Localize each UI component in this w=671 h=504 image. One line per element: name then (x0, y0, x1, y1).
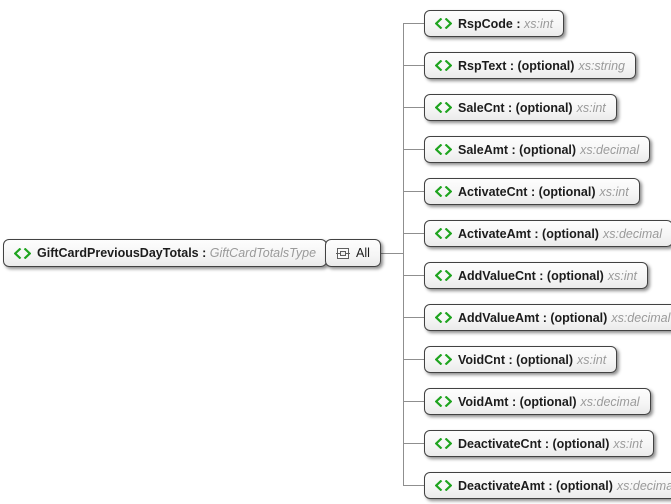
all-compositor-icon (336, 247, 350, 260)
element-icon (435, 396, 452, 407)
root-element-node[interactable]: GiftCardPreviousDayTotals : GiftCardTota… (3, 239, 328, 267)
element-icon (435, 60, 452, 71)
child-element-node[interactable]: AddValueCnt : (optional)xs:int (424, 262, 649, 289)
child-element-label: ActivateAmt : (optional)xs:decimal (458, 226, 663, 241)
child-element-label: DeactivateCnt : (optional)xs:int (458, 436, 643, 451)
child-element-label: VoidCnt : (optional)xs:int (458, 352, 607, 367)
child-element-node[interactable]: DeactivateCnt : (optional)xs:int (424, 430, 654, 457)
element-icon (435, 312, 452, 323)
root-element-label: GiftCardPreviousDayTotals : GiftCardTota… (37, 246, 317, 260)
child-element-node[interactable]: SaleCnt : (optional)xs:int (424, 94, 617, 121)
child-element-label: SaleAmt : (optional)xs:decimal (458, 142, 640, 157)
element-icon (435, 144, 452, 155)
child-element-node[interactable]: RspText : (optional)xs:string (424, 52, 636, 79)
child-element-label: RspText : (optional)xs:string (458, 58, 625, 73)
child-element-node[interactable]: VoidCnt : (optional)xs:int (424, 346, 618, 373)
element-icon (435, 270, 452, 281)
child-element-node[interactable]: RspCode : xs:int (424, 10, 565, 37)
child-element-label: AddValueCnt : (optional)xs:int (458, 268, 638, 283)
element-icon (435, 228, 452, 239)
child-element-node[interactable]: DeactivateAmt : (optional)xs:decimal (424, 472, 671, 499)
element-icon (435, 438, 452, 449)
child-element-label: DeactivateAmt : (optional)xs:decimal (458, 478, 671, 493)
child-element-label: VoidAmt : (optional)xs:decimal (458, 394, 640, 409)
child-element-label: AddValueAmt : (optional)xs:decimal (458, 310, 671, 325)
child-element-node[interactable]: AddValueAmt : (optional)xs:decimal (424, 304, 671, 331)
all-compositor-node[interactable]: All (325, 239, 381, 267)
child-element-label: RspCode : xs:int (458, 16, 554, 31)
child-element-node[interactable]: VoidAmt : (optional)xs:decimal (424, 388, 651, 415)
child-element-node[interactable]: ActivateCnt : (optional)xs:int (424, 178, 640, 205)
element-icon (435, 102, 452, 113)
child-element-label: ActivateCnt : (optional)xs:int (458, 184, 629, 199)
element-icon (435, 186, 452, 197)
all-compositor-label: All (356, 246, 370, 260)
element-icon (435, 480, 452, 491)
element-icon (14, 247, 31, 259)
element-icon (435, 18, 452, 29)
child-element-label: SaleCnt : (optional)xs:int (458, 100, 606, 115)
element-icon (435, 354, 452, 365)
child-element-node[interactable]: ActivateAmt : (optional)xs:decimal (424, 220, 671, 247)
child-element-node[interactable]: SaleAmt : (optional)xs:decimal (424, 136, 651, 163)
